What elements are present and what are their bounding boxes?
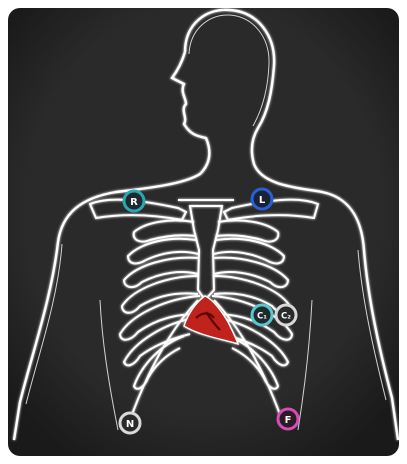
electrode-n[interactable]: N	[120, 413, 140, 433]
background-panel	[8, 8, 399, 456]
electrode-c2-label: C₂	[281, 312, 291, 322]
electrode-f-label: F	[285, 415, 292, 426]
electrode-c1[interactable]: C₁	[252, 305, 272, 325]
electrode-l-label: L	[259, 195, 266, 206]
electrode-c2[interactable]: C₂	[276, 305, 296, 325]
electrode-r[interactable]: R	[124, 191, 144, 211]
electrode-f[interactable]: F	[278, 409, 298, 429]
electrode-l[interactable]: L	[252, 189, 272, 209]
electrode-c1-label: C₁	[257, 312, 267, 322]
electrode-r-label: R	[130, 197, 138, 208]
electrode-n-label: N	[126, 419, 134, 430]
